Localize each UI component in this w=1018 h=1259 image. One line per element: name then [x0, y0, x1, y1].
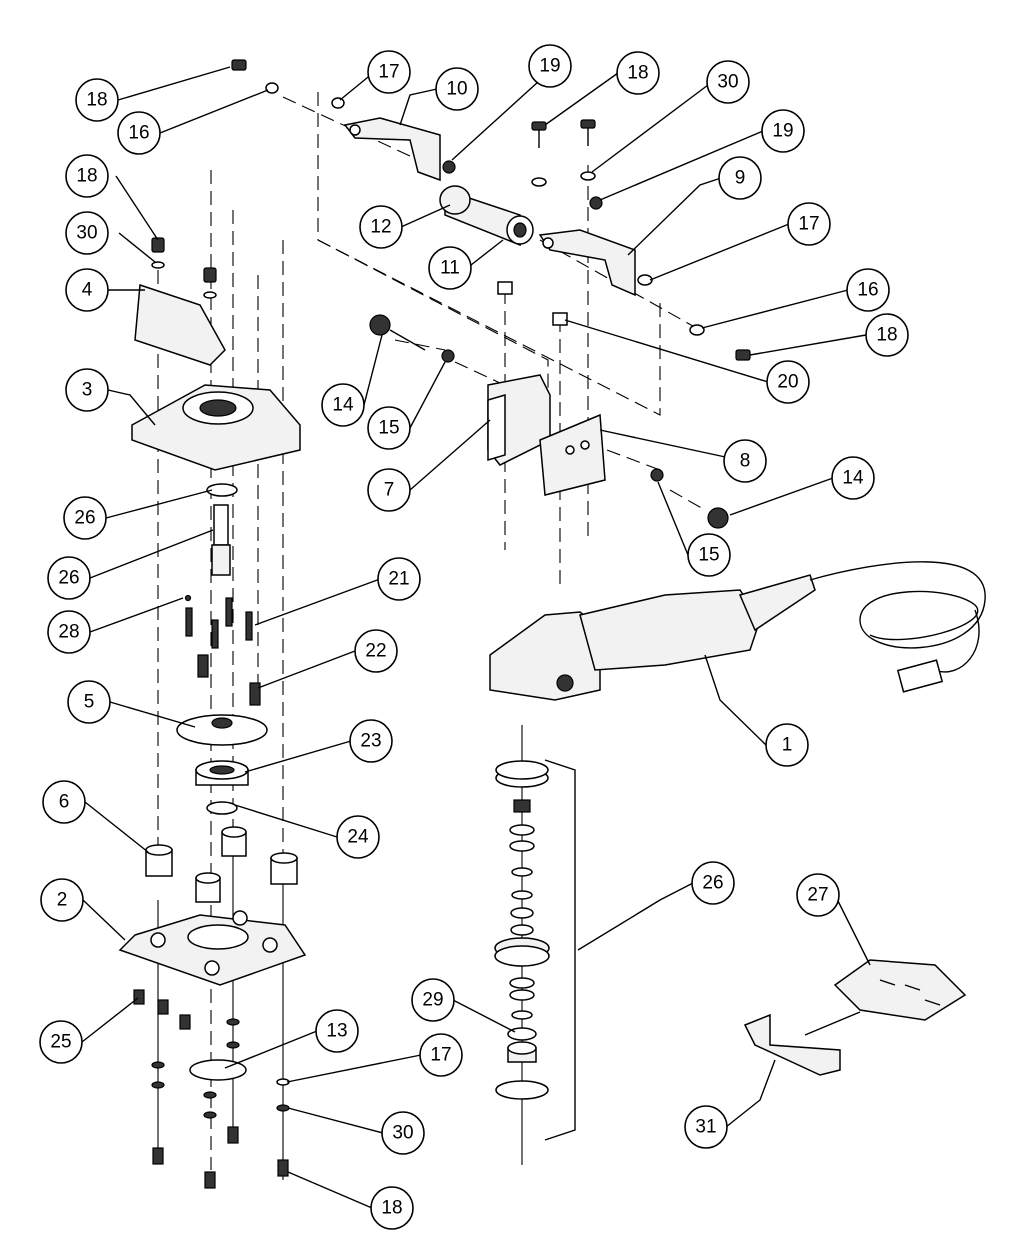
callout-27: 27: [796, 873, 840, 917]
svg-text:30: 30: [717, 72, 738, 93]
callout-25: 25: [39, 1020, 83, 1064]
svg-text:11: 11: [440, 258, 460, 279]
callout-2: 2: [40, 878, 84, 922]
callout-15: 15: [687, 533, 731, 577]
callout-1: 1: [765, 723, 809, 767]
svg-text:21: 21: [388, 569, 409, 590]
callout-14: 14: [831, 456, 875, 500]
svg-text:19: 19: [539, 56, 560, 77]
svg-text:8: 8: [740, 451, 751, 472]
callout-17: 17: [367, 50, 411, 94]
callout-17: 17: [787, 202, 831, 246]
callout-18: 18: [75, 78, 119, 122]
svg-text:3: 3: [82, 380, 93, 401]
callout-20: 20: [766, 360, 810, 404]
svg-text:15: 15: [378, 418, 399, 439]
svg-text:13: 13: [326, 1021, 347, 1042]
callout-31: 31: [684, 1105, 728, 1149]
callout-28: 28: [47, 610, 91, 654]
callout-30: 30: [706, 60, 750, 104]
callout-6: 6: [42, 780, 86, 824]
svg-text:12: 12: [370, 217, 391, 238]
svg-text:20: 20: [777, 372, 798, 393]
svg-text:26: 26: [58, 568, 79, 589]
callout-4: 4: [65, 268, 109, 312]
svg-text:18: 18: [381, 1198, 402, 1219]
callout-8: 8: [723, 439, 767, 483]
leader-lines: [81, 66, 871, 1209]
svg-text:17: 17: [378, 62, 399, 83]
callout-19: 19: [528, 44, 572, 88]
callout-16: 16: [117, 111, 161, 155]
svg-text:1: 1: [782, 735, 793, 756]
callout-5: 5: [67, 680, 111, 724]
svg-text:18: 18: [627, 63, 648, 84]
svg-text:26: 26: [702, 873, 723, 894]
callout-16: 16: [846, 268, 890, 312]
callout-3: 3: [65, 368, 109, 412]
svg-text:7: 7: [384, 480, 395, 501]
svg-text:25: 25: [50, 1032, 71, 1053]
callout-18: 18: [65, 154, 109, 198]
svg-text:4: 4: [82, 280, 93, 301]
callout-15: 15: [367, 406, 411, 450]
svg-text:14: 14: [332, 395, 354, 416]
svg-text:27: 27: [807, 885, 828, 906]
svg-text:26: 26: [74, 508, 95, 529]
svg-text:30: 30: [392, 1123, 413, 1144]
callout-9: 9: [718, 156, 762, 200]
callout-26: 26: [63, 496, 107, 540]
svg-text:9: 9: [735, 168, 746, 189]
callout-14: 14: [321, 383, 365, 427]
svg-text:28: 28: [58, 622, 79, 643]
callout-7: 7: [367, 468, 411, 512]
callout-29: 29: [411, 978, 455, 1022]
svg-text:17: 17: [798, 214, 819, 235]
svg-text:23: 23: [360, 731, 381, 752]
callout-13: 13: [315, 1009, 359, 1053]
callout-18: 18: [616, 51, 660, 95]
callout-30: 30: [65, 211, 109, 255]
svg-text:31: 31: [695, 1117, 716, 1138]
callout-11: 11: [428, 246, 472, 290]
svg-text:30: 30: [76, 223, 97, 244]
svg-text:10: 10: [446, 79, 467, 100]
callout-30: 30: [381, 1111, 425, 1155]
svg-text:24: 24: [347, 827, 369, 848]
svg-text:16: 16: [128, 123, 149, 144]
callout-26: 26: [47, 556, 91, 600]
callout-10: 10: [435, 67, 479, 111]
svg-text:18: 18: [876, 325, 897, 346]
svg-text:15: 15: [698, 545, 719, 566]
callout-balloons: 18 16 17 10 19 18 30 19 9 17 16 18 20 12…: [39, 44, 909, 1230]
svg-text:17: 17: [430, 1045, 451, 1066]
callout-18: 18: [865, 313, 909, 357]
part-drawings: [118, 59, 986, 1189]
svg-text:5: 5: [84, 692, 95, 713]
svg-text:6: 6: [59, 792, 70, 813]
svg-text:29: 29: [422, 990, 443, 1011]
svg-text:18: 18: [76, 166, 97, 187]
svg-text:16: 16: [857, 280, 878, 301]
callout-19: 19: [761, 109, 805, 153]
callout-24: 24: [336, 815, 380, 859]
svg-text:14: 14: [842, 468, 864, 489]
callout-26: 26: [691, 861, 735, 905]
callout-21: 21: [377, 557, 421, 601]
callout-18: 18: [370, 1186, 414, 1230]
callout-23: 23: [349, 719, 393, 763]
svg-text:22: 22: [365, 641, 386, 662]
callout-22: 22: [354, 629, 398, 673]
callout-12: 12: [359, 205, 403, 249]
svg-text:19: 19: [772, 121, 793, 142]
svg-text:18: 18: [86, 90, 107, 111]
callout-17: 17: [419, 1033, 463, 1077]
svg-text:2: 2: [57, 890, 68, 911]
